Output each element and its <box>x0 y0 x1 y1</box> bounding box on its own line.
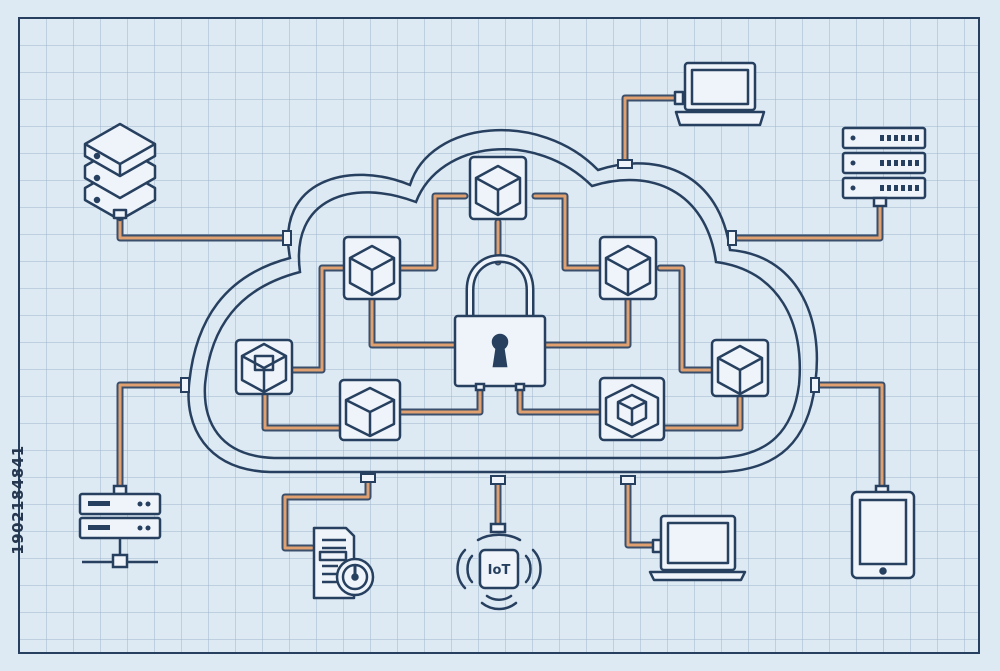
tablet-icon <box>850 484 916 580</box>
document-gauge-icon <box>312 526 375 600</box>
image-id-label: 1902184841 <box>8 430 28 570</box>
padlock-icon <box>453 254 547 392</box>
cube-lower-right <box>598 376 666 442</box>
image-id-text: 1902184841 <box>9 445 27 555</box>
server-rack-icon <box>841 126 927 208</box>
cube-upper-right <box>598 235 658 301</box>
cube-top-center <box>468 155 528 221</box>
cloud-outline <box>187 128 819 474</box>
cube-mid-left <box>234 338 294 396</box>
cube-lower-left <box>338 378 402 442</box>
iot-label: IoT <box>488 563 511 578</box>
cube-mid-right <box>710 338 770 398</box>
iot-icon <box>456 522 542 611</box>
network-server-icon <box>78 484 162 569</box>
laptop-icon-top <box>673 61 766 127</box>
server-stack-icon <box>83 122 157 222</box>
laptop-icon-bottom <box>648 514 747 582</box>
cable-layer <box>116 94 886 552</box>
cloud-connectors <box>180 159 820 485</box>
cube-upper-left <box>342 235 402 301</box>
